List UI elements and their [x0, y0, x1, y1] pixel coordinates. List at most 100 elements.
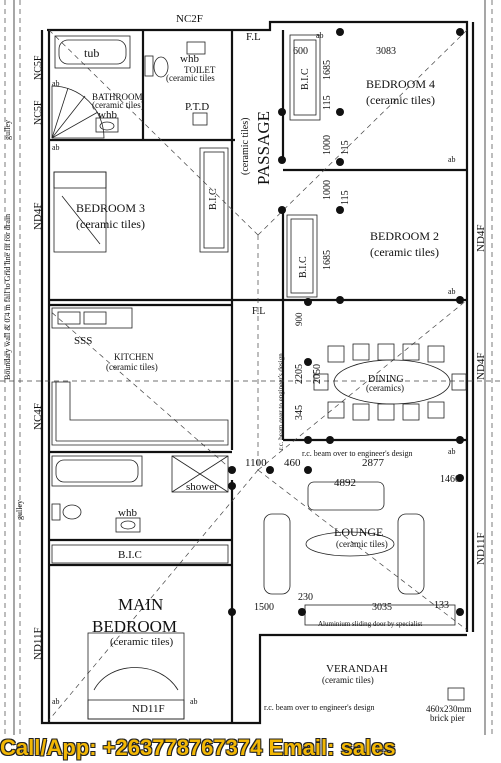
- toilet-finish: (ceramic tiles: [166, 73, 215, 83]
- bathroom-whb-label: whb: [98, 109, 117, 121]
- kitchen-sink-unit: [51, 307, 133, 329]
- brick-pier: [447, 687, 465, 701]
- kitchen-title: KITCHEN: [114, 352, 154, 362]
- bic-label-b3: B.I.C: [208, 188, 219, 210]
- dim-900: 900: [294, 312, 304, 326]
- nd11f-code-right: ND11F: [475, 532, 487, 565]
- side-margin-lines: [4, 0, 493, 735]
- ab-mark: ab: [52, 697, 60, 706]
- note-side: Boundary wall & 0.4 m fall to Grid line …: [3, 214, 12, 380]
- dim-1685b: 1685: [322, 250, 333, 270]
- ab-mark: ab: [448, 447, 456, 456]
- note-beam-dining: r.c. beam over to engineer's design: [302, 449, 413, 458]
- main-bedroom-finish: (ceramic tiles): [110, 636, 174, 648]
- fl-label-kitchen: F.L: [252, 306, 265, 317]
- dim-345: 345: [294, 405, 305, 420]
- dim-115a: 115: [322, 95, 333, 110]
- ab-mark: ab: [190, 697, 198, 706]
- bed-main: [87, 632, 185, 720]
- dim-2050: 2050: [312, 364, 323, 384]
- bic-wardrobe-bedroom2: [286, 214, 318, 298]
- lounge-sofas: [263, 481, 425, 595]
- bic-label-b4: B.I.C: [300, 68, 311, 90]
- dim-600: 600: [293, 46, 308, 57]
- shower-tray: [171, 455, 229, 493]
- lounge-title: LOUNGE: [334, 525, 383, 539]
- wc-main: [51, 503, 82, 521]
- sliding-door: [304, 604, 456, 626]
- dim-3083: 3083: [376, 46, 396, 57]
- note-gulley-2: gulley: [15, 500, 24, 520]
- toilet-whb-label: whb: [180, 53, 199, 65]
- ptd-label: P.T.D: [185, 101, 209, 113]
- dim-2205: 2205: [294, 364, 305, 384]
- bedroom4-finish: (ceramic tiles): [366, 93, 435, 107]
- dim-3035: 3035: [372, 602, 392, 613]
- note-beam-verandah: r.c. beam over to engineer's design: [264, 703, 375, 712]
- dim-1000a: 1000: [322, 135, 333, 155]
- bic-label-b2: B.I.C: [298, 256, 309, 278]
- verandah-finish: (ceramic tiles): [322, 675, 374, 685]
- bathtub: [54, 35, 131, 69]
- fl-label-top: F.L: [246, 31, 261, 43]
- toilet-wc: [144, 41, 206, 78]
- kitchen-sss: SSS: [74, 335, 92, 347]
- nd11f-code-left: ND11F: [32, 627, 44, 660]
- bathroom-stairs-quarter: [51, 85, 105, 139]
- ab-mark: ab: [448, 287, 456, 296]
- dining-title: DINING: [368, 374, 404, 385]
- ptd-hatch: [192, 112, 208, 126]
- note-pier-label: brick pier: [430, 713, 465, 723]
- bathroom-whb: [95, 117, 119, 133]
- main-bedroom-title-1: MAIN: [118, 595, 163, 614]
- dim-1500: 1500: [254, 602, 274, 613]
- bic-wardrobe-bedroom3: [199, 147, 229, 253]
- column-markers: [228, 28, 464, 616]
- dim-230: 230: [298, 592, 313, 603]
- bedroom2-title: BEDROOM 2: [370, 229, 439, 243]
- note-pier-size: 460x230mm: [426, 704, 472, 714]
- dim-2877: 2877: [362, 457, 385, 469]
- main-bedroom-title-2: BEDROOM: [92, 617, 177, 636]
- bic-wardrobe-main: [51, 544, 229, 564]
- bathtub-main: [51, 455, 143, 487]
- passage-finish: (ceramic tiles): [240, 118, 251, 175]
- dim-1100: 1100: [245, 457, 267, 469]
- nd11f-code-bottom: ND11F: [132, 703, 165, 715]
- nc4f-code: NC4F: [32, 403, 44, 430]
- dining-finish: (ceramics): [366, 383, 404, 393]
- ab-mark: ab: [52, 79, 60, 88]
- dim-460: 460: [284, 457, 301, 469]
- dim-115c: 115: [340, 190, 351, 205]
- contact-banner: Call/App: +263778767374 Email: sales: [0, 735, 396, 760]
- bic-label-main: B.I.C: [118, 549, 142, 561]
- dim-115b: 115: [340, 140, 351, 155]
- roof-hip-lines: [48, 29, 468, 721]
- note-beam-kitchen: r.c. beam over to engineer's design: [277, 353, 285, 450]
- note-sliding-door: Aluminium sliding door by specialist: [318, 620, 422, 628]
- interior-walls: [48, 30, 467, 723]
- bic-wardrobe-bedroom4: [289, 34, 321, 121]
- bedroom3-title: BEDROOM 3: [76, 201, 145, 215]
- dim-1685a: 1685: [322, 60, 333, 80]
- nd4f-code-left: ND4F: [32, 202, 44, 230]
- toilet-title: TOILET: [184, 65, 216, 75]
- nd4f-code-right-2: ND4F: [475, 352, 487, 380]
- whb-main: [115, 517, 141, 533]
- kitchen-finish: (ceramic tiles): [106, 362, 158, 372]
- outer-walls: [40, 20, 475, 725]
- dim-1000b: 1000: [322, 180, 333, 200]
- lounge-finish: (ceramic tiles): [336, 539, 388, 549]
- main-whb-label: whb: [118, 507, 137, 519]
- ab-mark: ab: [448, 155, 456, 164]
- bed-bedroom3: [53, 171, 107, 253]
- nd4f-code-right: ND4F: [475, 224, 487, 252]
- ab-mark: ab: [52, 143, 60, 152]
- bathroom-title: BATHROOM: [92, 92, 143, 102]
- dim-1460: 1460: [440, 474, 460, 485]
- nc5f-code-2: NC5F: [33, 100, 44, 125]
- verandah-title: VERANDAH: [326, 663, 388, 675]
- shower-label: shower: [186, 481, 218, 493]
- dining-table: [313, 343, 467, 421]
